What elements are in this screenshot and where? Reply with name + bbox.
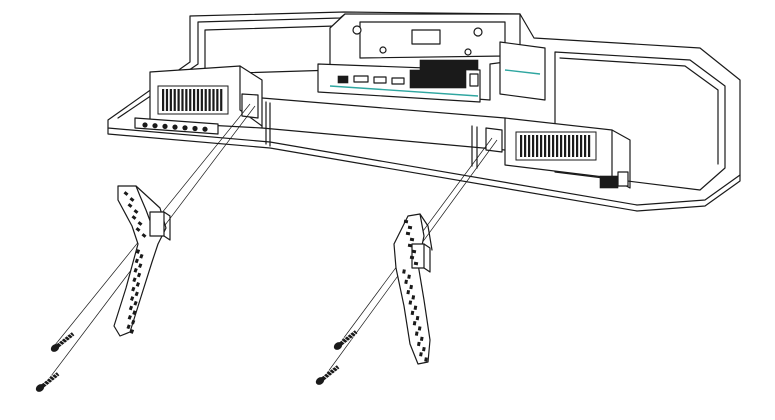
power-switch xyxy=(599,171,629,189)
right-speaker-grille xyxy=(515,131,597,161)
left-stand xyxy=(113,185,171,337)
screw-right-upper xyxy=(333,330,358,350)
left-mounting-slot xyxy=(241,93,271,147)
screw-right-lower xyxy=(315,365,340,385)
right-stand xyxy=(393,213,433,365)
mounting-bosses xyxy=(352,25,483,56)
screw-left-lower xyxy=(35,372,60,392)
right-mounting-slot xyxy=(471,125,503,169)
side-bracket xyxy=(499,41,546,101)
left-speaker-grille xyxy=(157,85,229,115)
connector-ports xyxy=(337,69,479,89)
tv-back-panel xyxy=(107,11,741,212)
screw-left-upper xyxy=(50,332,75,352)
button-strip xyxy=(134,117,219,135)
rear-vent xyxy=(419,59,479,71)
